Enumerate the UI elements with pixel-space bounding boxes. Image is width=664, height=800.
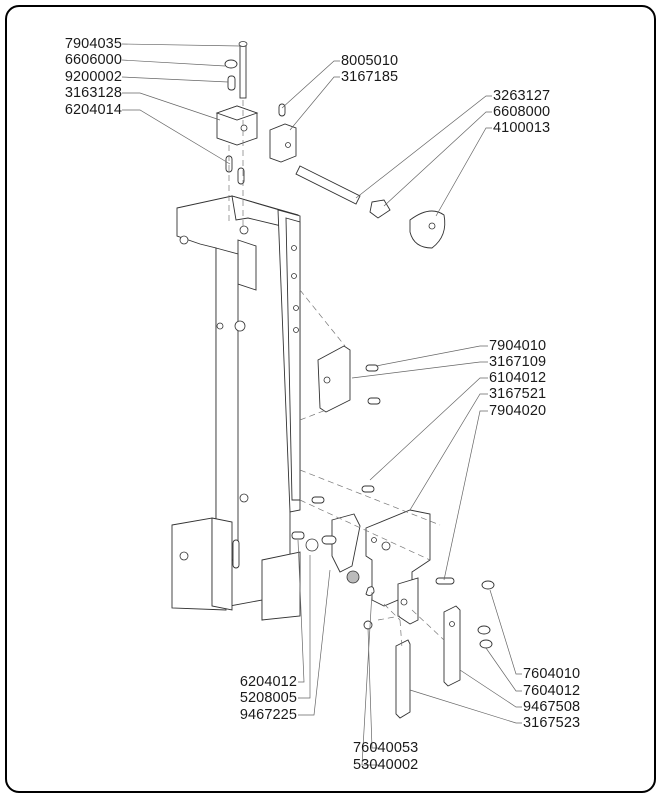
callout-label: 3263127 xyxy=(493,88,551,104)
middle-top-parts xyxy=(269,103,297,163)
callout-label: 8005010 xyxy=(341,53,399,69)
callout-label: 9467225 xyxy=(239,707,297,723)
callout-label: 7904020 xyxy=(489,403,547,419)
bracket-part xyxy=(317,345,381,413)
callout-label: 7904010 xyxy=(489,338,547,354)
diagram-frame xyxy=(5,5,656,793)
callout-label: 7904035 xyxy=(64,36,122,52)
callout-label: 6104012 xyxy=(489,370,547,386)
callout-label: 9467508 xyxy=(523,699,581,715)
leader-lines xyxy=(121,43,522,766)
callout-label: 53040002 xyxy=(353,757,419,773)
callout-label: 4100013 xyxy=(493,120,551,136)
callout-label: 3167185 xyxy=(341,69,399,85)
assembly-lines xyxy=(299,289,445,649)
callout-label: 7604010 xyxy=(523,666,581,682)
callout-label: 76040053 xyxy=(353,740,419,756)
callout-label: 3167523 xyxy=(523,715,581,731)
main-frame-part xyxy=(171,195,301,621)
callout-label: 6204012 xyxy=(239,674,297,690)
top-left-parts xyxy=(215,41,259,230)
callout-label: 6606000 xyxy=(64,52,122,68)
callout-label: 7604012 xyxy=(523,683,581,699)
shaft-knob-parts xyxy=(295,165,446,249)
callout-label: 6608000 xyxy=(493,104,551,120)
callout-label: 6204014 xyxy=(64,102,122,118)
callout-label: 5208005 xyxy=(239,690,297,706)
lower-assembly xyxy=(291,485,495,719)
callout-label: 3167109 xyxy=(489,354,547,370)
callout-label: 3163128 xyxy=(64,85,122,101)
callout-label: 3167521 xyxy=(489,386,547,402)
callout-label: 9200002 xyxy=(64,69,122,85)
